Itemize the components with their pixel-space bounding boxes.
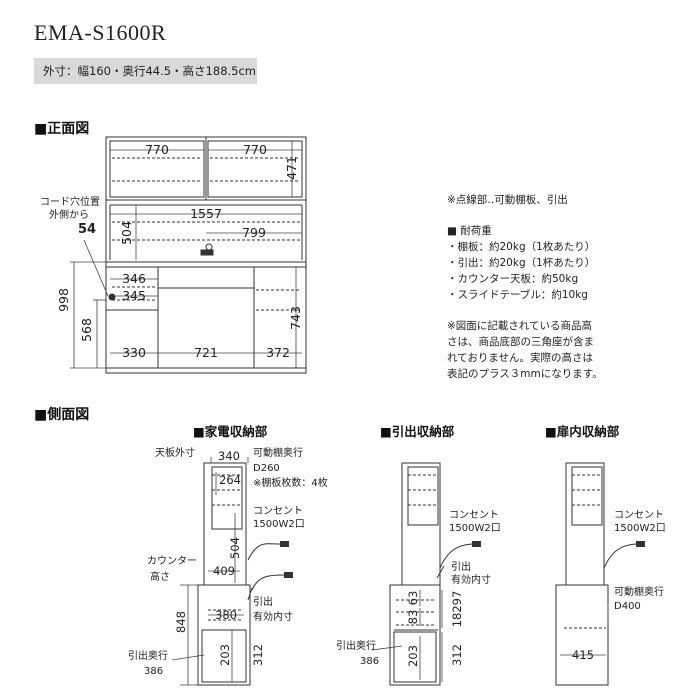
- dim-label: 848: [174, 611, 188, 633]
- dim-label: 203: [406, 645, 420, 667]
- outlet-spec: 1500W2口: [449, 523, 501, 534]
- dim-label: 998: [56, 288, 71, 312]
- drawer-inner-label: 引出: [253, 597, 273, 608]
- outlet-label: コンセント: [449, 510, 499, 521]
- outlet-icon: [205, 243, 213, 251]
- cord-line: [439, 543, 473, 569]
- side-door-cabinet: [555, 462, 609, 686]
- cord-line: [251, 574, 285, 591]
- cord-line: [247, 543, 281, 561]
- dim-label: 340: [218, 449, 240, 463]
- movable-shelf-value: D400: [614, 601, 641, 612]
- cord-hole-value: 54: [78, 222, 97, 237]
- dim-label: 63: [406, 591, 420, 606]
- drawer-depth-label: 引出奥行: [336, 641, 376, 652]
- disclaimer-line: ※図面に記載されている商品高: [447, 320, 592, 332]
- outer-dimensions-bar: 外寸：幅160・奥行44.5・高さ188.5cm: [34, 58, 257, 84]
- drawer-depth-label: 引出奥行: [128, 651, 168, 662]
- front-view-title: ■正面図: [34, 121, 90, 137]
- dim-label: 415: [572, 648, 594, 662]
- dim-label: 471: [284, 156, 299, 180]
- model-name: EMA-S1600R: [34, 20, 167, 45]
- movable-shelf-label: 可動棚奥行: [614, 587, 664, 598]
- dim-label: 312: [450, 644, 464, 666]
- front-dotted-shelves: [112, 157, 300, 311]
- cord-hole-icon: [108, 293, 116, 301]
- drawer-section-title: ■引出収納部: [380, 424, 455, 439]
- load-title: ■ 耐荷重: [447, 225, 492, 237]
- dim-label: 18297: [450, 591, 464, 628]
- side-appliance-cabinet: [197, 462, 251, 686]
- outlet-label: コンセント: [253, 506, 303, 517]
- appliance-section-title: ■家電収納部: [193, 424, 268, 439]
- dim-label: 203: [218, 644, 232, 666]
- dim-label: 330: [122, 345, 146, 360]
- dim-label: 721: [194, 345, 218, 360]
- counter-label: カウンター: [147, 556, 197, 567]
- dim-label: 770: [243, 142, 267, 157]
- dotted-note: ※点線部‥可動棚板、引出: [447, 194, 568, 206]
- door-section-title: ■扉内収納部: [545, 424, 620, 439]
- dim-label: 799: [242, 225, 266, 240]
- outlet-label: コンセント: [614, 510, 664, 521]
- cord-line: [436, 565, 445, 579]
- dim-label: 504: [228, 537, 242, 559]
- outlet-spec: 1500W2口: [253, 519, 305, 530]
- dim-label: 504: [119, 221, 134, 245]
- load-item: ・引出：約20kg（1杯あたり）: [447, 257, 596, 269]
- drawer-depth-value: 386: [144, 666, 164, 677]
- drawer-inner-label: 有効内寸: [253, 612, 293, 623]
- dim-label: 346: [122, 271, 146, 286]
- side-view-title: ■側面図: [34, 407, 90, 423]
- load-item: ・棚板：約20kg（1枚あたり）: [447, 241, 596, 253]
- disclaimer-line: 表記のプラス３mmになります。: [447, 368, 603, 380]
- front-dimension-lines: [70, 141, 302, 369]
- shelf-count: ※棚板枚数：4枚: [253, 478, 328, 489]
- load-item: ・スライドテーブル：約10kg: [447, 289, 588, 301]
- dim-label: 409: [213, 564, 235, 578]
- outlet-spec: 1500W2口: [614, 523, 666, 534]
- drawer-depth-value: 386: [360, 656, 380, 667]
- side-appliance-dims: [171, 457, 249, 686]
- disclaimer-line: れておりません。実際の高さは: [447, 352, 594, 364]
- top-outer-label: 天板外寸: [155, 448, 195, 459]
- side-drawer-dotted: [396, 474, 438, 626]
- counter-label: 高さ: [150, 572, 170, 583]
- drawer-inner-label: 有効内寸: [451, 575, 491, 586]
- dim-label: 312: [251, 644, 265, 666]
- dim-label: 743: [288, 306, 303, 330]
- dim-label: 770: [145, 142, 169, 157]
- dim-label: 345: [122, 288, 146, 303]
- side-door-dotted: [564, 474, 606, 629]
- plug-icons: [280, 541, 645, 578]
- outlet-plug-icon: [200, 249, 214, 256]
- cord-hole-label: コード穴位置: [40, 197, 100, 208]
- cord-hole-label: 外側から: [49, 210, 89, 221]
- dim-label: 83: [406, 610, 420, 625]
- dim-label: 372: [266, 345, 290, 360]
- side-drawer-cabinet: [389, 462, 441, 686]
- cord-line: [247, 587, 253, 601]
- dim-label: 380: [215, 608, 237, 622]
- side-door-dims: [560, 604, 609, 656]
- cord-line: [603, 543, 637, 569]
- dim-label: 264: [219, 473, 241, 487]
- side-drawer-dims: [371, 590, 443, 682]
- dim-label: 568: [79, 318, 94, 342]
- drawer-inner-label: 引出: [451, 562, 471, 573]
- movable-shelf-label: 可動棚奥行: [253, 448, 303, 459]
- dim-label: 1557: [190, 206, 222, 221]
- movable-shelf-value: D260: [253, 463, 280, 474]
- load-item: ・カウンター天板：約50kg: [447, 273, 579, 285]
- side-appliance-dotted: [208, 474, 242, 621]
- disclaimer-line: さは、商品底部の三角座が含ま: [447, 336, 594, 348]
